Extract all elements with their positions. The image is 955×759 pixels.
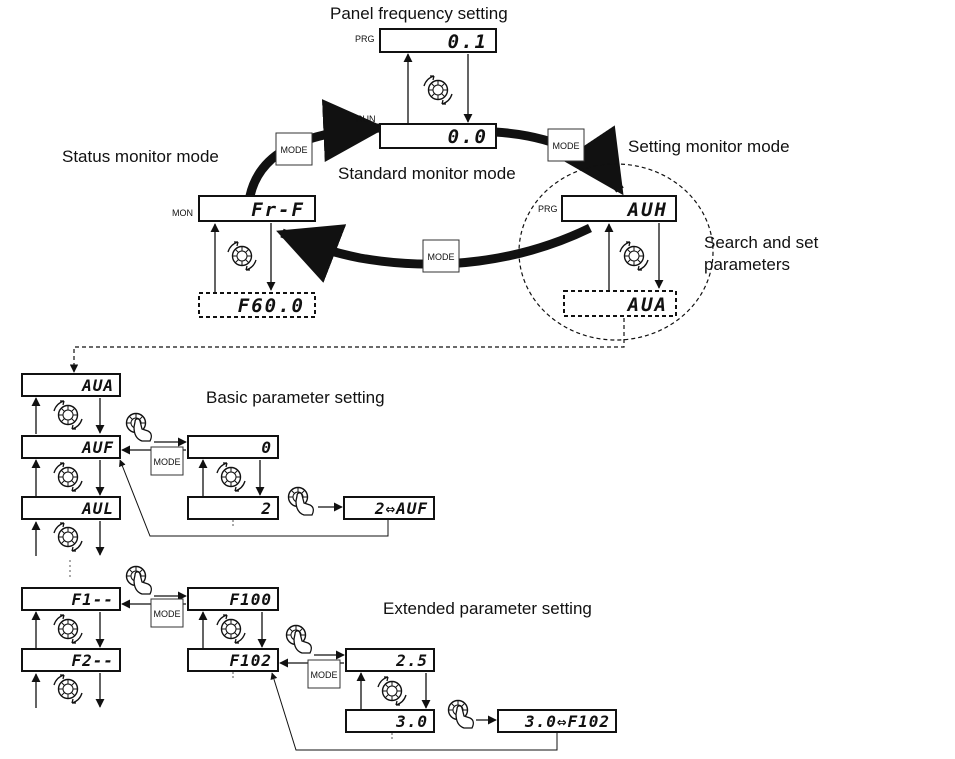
ext-f102-value: F102: [229, 651, 272, 670]
svg-text:MODE: MODE: [154, 457, 181, 467]
setting-monitor-label: Setting monitor mode: [628, 137, 790, 156]
list-f2-display: [21, 648, 121, 672]
list-aul-value: AUL: [81, 499, 114, 518]
mode-key-right: MODE: [547, 128, 585, 162]
ext-result-value: 3.0⇔F102: [524, 712, 610, 731]
press-dial-icon: [447, 699, 475, 729]
dial-icon: [423, 75, 453, 105]
basic-new-value: 2: [260, 499, 272, 518]
extended-parameter-label: Extended parameter setting: [383, 599, 592, 618]
standard-monitor-label: Standard monitor mode: [338, 164, 516, 183]
search-set-region: [518, 163, 714, 341]
press-dial-icon: [287, 486, 315, 516]
setting-sub-display: [563, 290, 677, 317]
list-auf-display: [21, 435, 121, 459]
setting-sub-value: AUA: [626, 294, 668, 316]
dial-icon: [53, 614, 83, 644]
press-dial-icon: [285, 624, 313, 654]
ext-f102-display: [187, 648, 279, 672]
basic-result-value: 2⇔AUF: [374, 499, 428, 518]
ext-f100-display: [187, 587, 279, 611]
dial-icon: [619, 241, 649, 271]
dial-icon: [53, 674, 83, 704]
standard-monitor-value: 0.0: [448, 126, 488, 148]
ext-value-display: [345, 648, 435, 672]
svg-text:MODE: MODE: [428, 252, 455, 262]
list-aua-value: AUA: [81, 376, 114, 395]
ext-result-display: [497, 709, 617, 733]
basic-value-display: [187, 435, 279, 459]
dial-icon: [53, 522, 83, 552]
basic-result-display: [343, 496, 435, 520]
basic-value: 0: [261, 438, 272, 457]
dial-icon: [216, 462, 246, 492]
status-monitor-label: Status monitor mode: [62, 147, 219, 166]
setting-monitor-value: AUH: [626, 199, 668, 221]
status-monitor-value: Fr-F: [251, 199, 305, 221]
prg-indicator: PRG: [538, 204, 558, 214]
status-monitor-display: [198, 195, 316, 222]
dashed-connector: [69, 318, 625, 373]
svg-text:MODE: MODE: [311, 670, 338, 680]
panel-frequency-label: Panel frequency setting: [330, 4, 508, 23]
ext-new-value: 3.0: [395, 712, 428, 731]
mode-key-left: MODE: [275, 132, 313, 166]
press-dial-icon: [125, 565, 153, 595]
panel-frequency-display: [379, 28, 497, 53]
ext-value: 2.5: [395, 651, 428, 670]
svg-text:MODE: MODE: [154, 609, 181, 619]
dial-icon: [53, 462, 83, 492]
cycle-arc-to-status: [276, 223, 592, 283]
prg-indicator: PRG: [355, 34, 375, 44]
dial-icon: [216, 614, 246, 644]
dial-icon: [377, 676, 407, 706]
dial-icon: [227, 241, 257, 271]
status-sub-display: [198, 292, 316, 318]
list-f1-value: F1--: [71, 590, 114, 609]
mode-key-basic: MODE: [150, 446, 184, 476]
search-set-label-line1: Search and set: [704, 233, 819, 252]
status-sub-value: F60.0: [238, 295, 305, 317]
list-aua-display: [21, 373, 121, 397]
ext-f100-value: F100: [229, 590, 272, 609]
mode-key-ext-left: MODE: [150, 598, 184, 628]
mode-key-bottom: MODE: [422, 239, 460, 273]
svg-text:MODE: MODE: [281, 145, 308, 155]
list-f1-display: [21, 587, 121, 611]
list-auf-value: AUF: [81, 438, 114, 457]
return-line-basic: [119, 459, 389, 537]
setting-monitor-display: [561, 195, 677, 222]
ext-new-display: [345, 709, 435, 733]
run-indicator: RUN: [356, 114, 376, 124]
panel-frequency-value: 0.1: [448, 31, 488, 53]
search-set-label-line2: parameters: [704, 255, 790, 274]
basic-parameter-label: Basic parameter setting: [206, 388, 385, 407]
mon-indicator: MON: [172, 208, 193, 218]
list-aul-display: [21, 496, 121, 520]
press-dial-icon: [125, 412, 153, 442]
cycle-arc-to-standard: [245, 99, 387, 198]
mode-key-ext-right: MODE: [307, 659, 341, 689]
dial-icon: [53, 400, 83, 430]
svg-text:MODE: MODE: [553, 141, 580, 151]
standard-monitor-display: [379, 123, 497, 149]
basic-new-display: [187, 496, 279, 520]
return-line-extended: [270, 672, 558, 751]
list-f2-value: F2--: [71, 651, 114, 670]
